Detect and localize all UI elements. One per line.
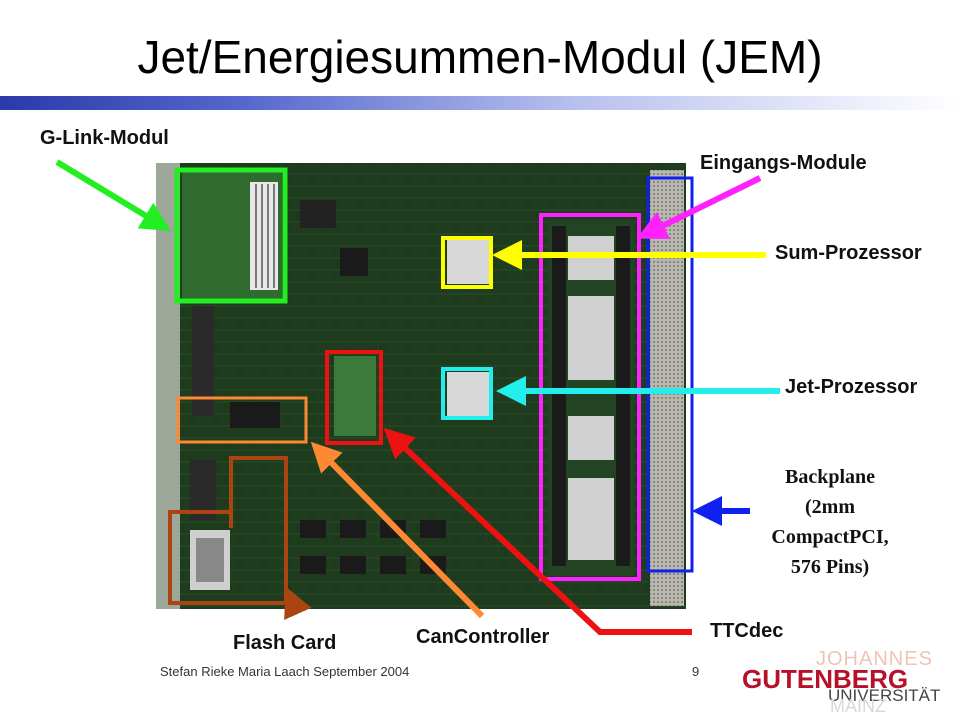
flashcard-label: Flash Card — [233, 632, 337, 654]
page-number: 9 — [692, 664, 700, 679]
glink-arrow — [55, 159, 172, 232]
glink-highlight-box — [174, 167, 288, 304]
connector — [192, 306, 214, 416]
backplane-label-line: Backplane — [784, 466, 876, 488]
jet-highlight-box — [441, 367, 493, 420]
eingangs-arrow — [636, 175, 762, 239]
sum-processor-chip — [447, 240, 489, 284]
eingangs-highlight-box — [539, 213, 641, 581]
ttcdec-highlight-box — [325, 350, 383, 445]
logo-line: UNIVERSITÄT — [828, 686, 941, 705]
sum-processor-label: Sum-Prozessor — [775, 242, 922, 264]
sum-highlight-box — [441, 236, 493, 289]
cancontroller-highlight-box — [176, 396, 308, 444]
footer-author: Stefan Rieke Maria Laach September 2004 — [160, 664, 410, 679]
flash-card — [196, 538, 224, 582]
jet-processor-label: Jet-Prozessor — [785, 376, 918, 398]
eingangs-label: Eingangs-Module — [700, 152, 867, 174]
glink-label: G-Link-Modul — [40, 127, 169, 149]
slide-title: Jet/Energiesummen-Modul (JEM) — [137, 31, 823, 83]
logo-line: MAINZ — [830, 696, 886, 716]
backplane-label: Backplane (2mm CompactPCI, 576 Pins) — [740, 462, 920, 582]
title-underline-bar — [0, 96, 960, 110]
ttcdec-arrow — [383, 427, 692, 635]
can-daughterboard — [334, 356, 376, 436]
chip — [300, 200, 336, 228]
input-modules-column — [548, 220, 634, 576]
chip — [230, 402, 280, 428]
cancontroller-label: CanController — [416, 626, 550, 648]
cancontroller-arrow — [310, 441, 485, 619]
backplane-highlight-box — [646, 176, 694, 573]
jet-processor-chip — [447, 372, 489, 416]
logo-line: GUTENBERG — [742, 664, 909, 694]
ttcdec-label: TTCdec — [710, 620, 784, 642]
chip — [340, 248, 368, 276]
board-photo — [156, 163, 686, 609]
university-logo: JOHANNES GUTENBERG UNIVERSITÄT MAINZ — [738, 648, 948, 716]
backplane-label-line: CompactPCI, — [771, 526, 889, 548]
logo-line: JOHANNES — [816, 648, 933, 670]
backplane-label-line: (2mm — [805, 496, 855, 518]
flashcard-arrow — [284, 586, 312, 621]
backplane-label-line: 576 Pins) — [790, 556, 870, 578]
